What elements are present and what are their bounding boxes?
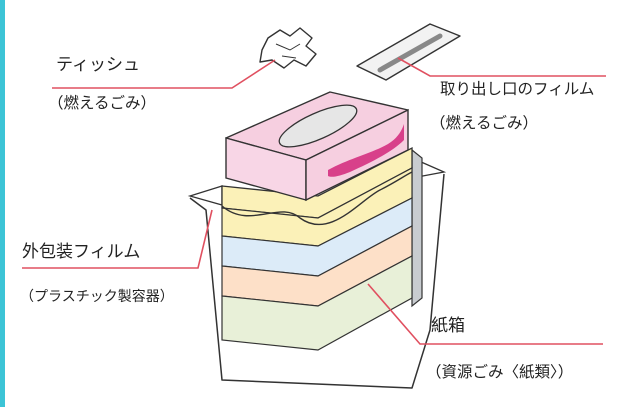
opening-film-category-label: （燃えるごみ） [430, 114, 539, 132]
tissue-leader-line [52, 59, 276, 89]
film-strip-icon [356, 23, 461, 81]
film-wave [221, 171, 413, 226]
wrap-film-category-label: （プラスチック製容器） [20, 289, 174, 305]
paper-box-name-label: 紙箱 [431, 316, 465, 336]
opening-film-leader-line [397, 57, 606, 77]
tissue-box-icon [221, 91, 413, 351]
wrap-film-leader-line [22, 209, 213, 269]
tissue-category-label: （燃えるごみ） [48, 94, 157, 112]
box-side-shade [411, 148, 423, 308]
paper-box-category-label: （資源ごみ〈紙類〉） [426, 363, 574, 381]
opening-film-name-label: 取り出し口のフィルム [440, 80, 595, 98]
frame-accent-bar [0, 0, 5, 407]
leader-lines [22, 57, 606, 345]
tissue-name-label: ティッシュ [56, 55, 140, 75]
crumpled-tissue-icon [259, 27, 317, 69]
wrap-film-outline [189, 173, 445, 389]
wrap-film-name-label: 外包装フィルム [22, 242, 141, 262]
tissue-swoosh [328, 124, 404, 177]
paper-box-leader-line [367, 283, 603, 345]
